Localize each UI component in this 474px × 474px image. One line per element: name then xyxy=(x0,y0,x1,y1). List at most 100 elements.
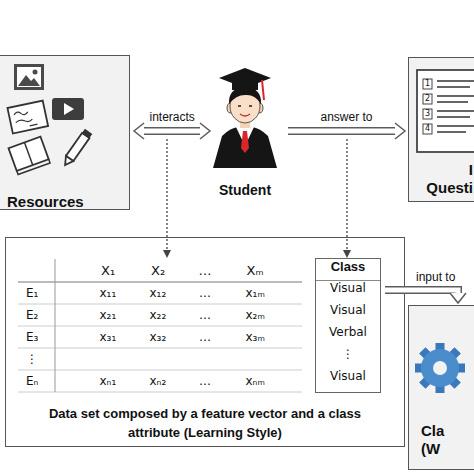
connector-arrow xyxy=(385,290,466,303)
classifier-box: Cla (W xyxy=(408,305,474,470)
node-text: Student xyxy=(200,182,290,198)
list-number: 3 xyxy=(425,110,430,118)
pencil-icon xyxy=(82,129,92,138)
student-collar xyxy=(236,127,254,146)
arrow-shaft xyxy=(144,129,200,134)
book-icon xyxy=(24,142,32,165)
arrow-head xyxy=(200,123,210,139)
arrow-shaft xyxy=(385,290,458,293)
connector-arrow xyxy=(134,123,210,139)
edge-label: answer to xyxy=(321,111,373,123)
table-cell: xₙ₁ xyxy=(100,375,117,387)
table-cell: … xyxy=(199,331,211,343)
video-icon xyxy=(64,103,74,115)
node-text: Class xyxy=(316,259,380,281)
resources-box: Resources xyxy=(0,55,130,210)
student-ear xyxy=(257,103,263,113)
mortarboard xyxy=(232,80,258,90)
dotted-leader xyxy=(346,139,347,251)
book-icon xyxy=(9,137,51,175)
arrow-shaft xyxy=(144,127,200,135)
pencil-icon xyxy=(66,133,89,161)
table-cell: x₃₂ xyxy=(150,331,167,343)
arrow-head xyxy=(200,123,210,139)
note-icon xyxy=(14,109,38,129)
table-cell: x₃ₘ xyxy=(246,331,265,343)
table-rule xyxy=(18,282,302,283)
table-rule xyxy=(18,348,302,349)
arrow-head xyxy=(134,123,144,139)
book-icon xyxy=(17,159,50,174)
table-rule xyxy=(18,392,302,393)
table-cell: x₁₂ xyxy=(150,287,167,299)
table-rule xyxy=(18,304,302,305)
student-eye xyxy=(238,105,241,107)
dotted-leader xyxy=(163,139,351,258)
table-grid xyxy=(18,259,302,392)
picture-icon xyxy=(17,67,41,87)
arrow-shaft xyxy=(288,127,395,135)
edge-label: interacts xyxy=(150,111,195,123)
table-cell: x₁ₘ xyxy=(246,287,265,299)
note-icon xyxy=(7,101,48,134)
node-text: Resources xyxy=(7,193,84,210)
table-cell: x₁₁ xyxy=(100,287,117,299)
table-cell: Eₙ xyxy=(26,375,38,387)
table-cell: x₂₁ xyxy=(100,309,117,321)
note-icon xyxy=(7,101,48,134)
node-text: Visual xyxy=(316,303,380,325)
table-cell: xₙₘ xyxy=(246,375,265,387)
questionnaire-sheet xyxy=(417,70,474,152)
book-icon xyxy=(9,137,49,171)
table-cell: x₃₁ xyxy=(100,331,117,343)
table-cell: x₂ₘ xyxy=(246,309,265,321)
arrow-head xyxy=(134,123,144,139)
table-cell: E₂ xyxy=(26,309,38,321)
list-lines xyxy=(437,81,474,132)
student-eye xyxy=(249,105,252,107)
student-node: Student xyxy=(212,62,278,200)
arrow-head xyxy=(395,123,405,139)
list-number: 4 xyxy=(425,125,430,133)
student-gown xyxy=(213,127,277,168)
node-text: I Questi xyxy=(421,161,473,197)
class-column: ClassVisualVisualVerbal⋮Visual xyxy=(315,258,381,393)
pencil-icon xyxy=(61,129,92,168)
node-text: Verbal xyxy=(316,325,380,347)
student-face xyxy=(230,89,260,123)
gear-icon xyxy=(415,343,465,393)
list-box xyxy=(423,79,432,89)
table-cell: … xyxy=(199,309,211,321)
node-text: Visual xyxy=(316,281,380,303)
dotted-leader xyxy=(166,139,167,251)
student-tie xyxy=(241,131,249,153)
list-number: 1 xyxy=(425,80,430,88)
table-cell: E₁ xyxy=(26,287,38,299)
table-cell: ⋮ xyxy=(26,353,38,365)
picture-icon xyxy=(14,64,44,90)
student-mouth xyxy=(240,114,250,116)
table-rule xyxy=(18,370,302,371)
student-figure xyxy=(213,68,277,168)
student-neck xyxy=(240,118,250,128)
table-cell: X₂ xyxy=(151,264,165,277)
video-icon xyxy=(52,98,84,120)
node-text: ⋮ xyxy=(316,347,380,369)
gear-body xyxy=(421,349,459,387)
arrow-head xyxy=(395,123,405,139)
student-ear xyxy=(227,103,233,113)
node-text: Visual xyxy=(316,369,380,391)
list-number: 2 xyxy=(425,95,430,103)
arrow-head xyxy=(450,293,466,303)
picture-icon xyxy=(18,75,40,86)
arrow-shaft xyxy=(385,290,458,293)
leader-head xyxy=(343,250,351,258)
list-box xyxy=(423,94,432,104)
node-text: Data set composed by a feature vector an… xyxy=(46,404,364,442)
table-cell: x₂₂ xyxy=(150,309,167,321)
connector-arrow xyxy=(288,123,405,139)
table-rule xyxy=(18,326,302,327)
table-rule xyxy=(55,259,56,392)
